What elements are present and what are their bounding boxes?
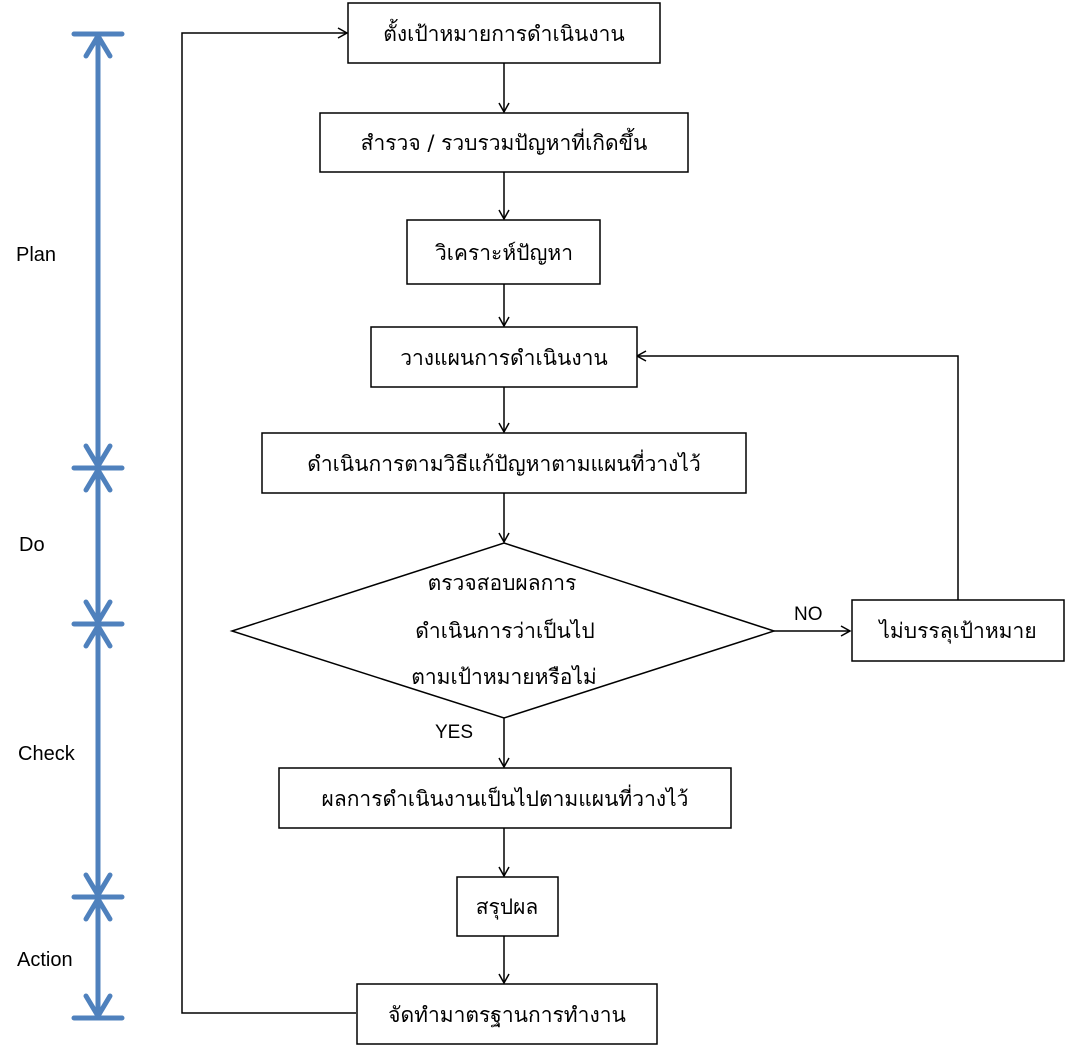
phase-axis xyxy=(71,31,125,1021)
phase-label-plan: Plan xyxy=(16,244,56,266)
decision-check-goal: ตรวจสอบผลการ ดำเนินการว่าเป็นไป ตามเป้าห… xyxy=(229,542,777,719)
connectors xyxy=(181,27,959,1014)
step-result-label: ผลการดำเนินงานเป็นไปตามแผนที่วางไว้ xyxy=(322,784,689,811)
phase-label-check: Check xyxy=(18,743,76,765)
step-result: ผลการดำเนินงานเป็นไปตามแผนที่วางไว้ xyxy=(278,767,732,829)
step-set-goal: ตั้งเป้าหมายการดำเนินงาน xyxy=(347,2,661,64)
step-summarize: สรุปผล xyxy=(456,876,559,937)
decision-line-1: ตรวจสอบผลการ xyxy=(428,571,577,595)
step-not-met: ไม่บรรลุเป้าหมาย xyxy=(851,599,1065,662)
edge-label-no: NO xyxy=(794,604,823,625)
decision-line-3: ตามเป้าหมายหรือไม่ xyxy=(411,665,597,689)
step-survey: สำรวจ / รวบรวมปัญหาที่เกิดขึ้น xyxy=(319,112,689,173)
decision-line-2: ดำเนินการว่าเป็นไป xyxy=(415,617,594,643)
step-summarize-label: สรุปผล xyxy=(476,895,539,920)
step-standardize-label: จัดทำมาตรฐานการทำงาน xyxy=(388,1003,626,1027)
step-execute-label: ดำเนินการตามวิธีแก้ปัญหาตามแผนที่วางไว้ xyxy=(307,449,701,476)
step-plan-label: วางแผนการดำเนินงาน xyxy=(400,346,608,370)
step-not-met-label: ไม่บรรลุเป้าหมาย xyxy=(877,619,1036,644)
step-execute: ดำเนินการตามวิธีแก้ปัญหาตามแผนที่วางไว้ xyxy=(261,432,747,494)
step-set-goal-label: ตั้งเป้าหมายการดำเนินงาน xyxy=(383,19,624,46)
step-survey-label: สำรวจ / รวบรวมปัญหาที่เกิดขึ้น xyxy=(361,128,648,155)
step-standardize: จัดทำมาตรฐานการทำงาน xyxy=(356,983,658,1045)
phase-label-do: Do xyxy=(19,534,45,556)
edge-label-yes: YES xyxy=(435,722,473,743)
step-analyze: วิเคราะห์ปัญหา xyxy=(406,219,601,285)
step-analyze-label: วิเคราะห์ปัญหา xyxy=(435,241,573,265)
step-plan: วางแผนการดำเนินงาน xyxy=(370,326,638,388)
phase-label-action: Action xyxy=(17,949,73,971)
